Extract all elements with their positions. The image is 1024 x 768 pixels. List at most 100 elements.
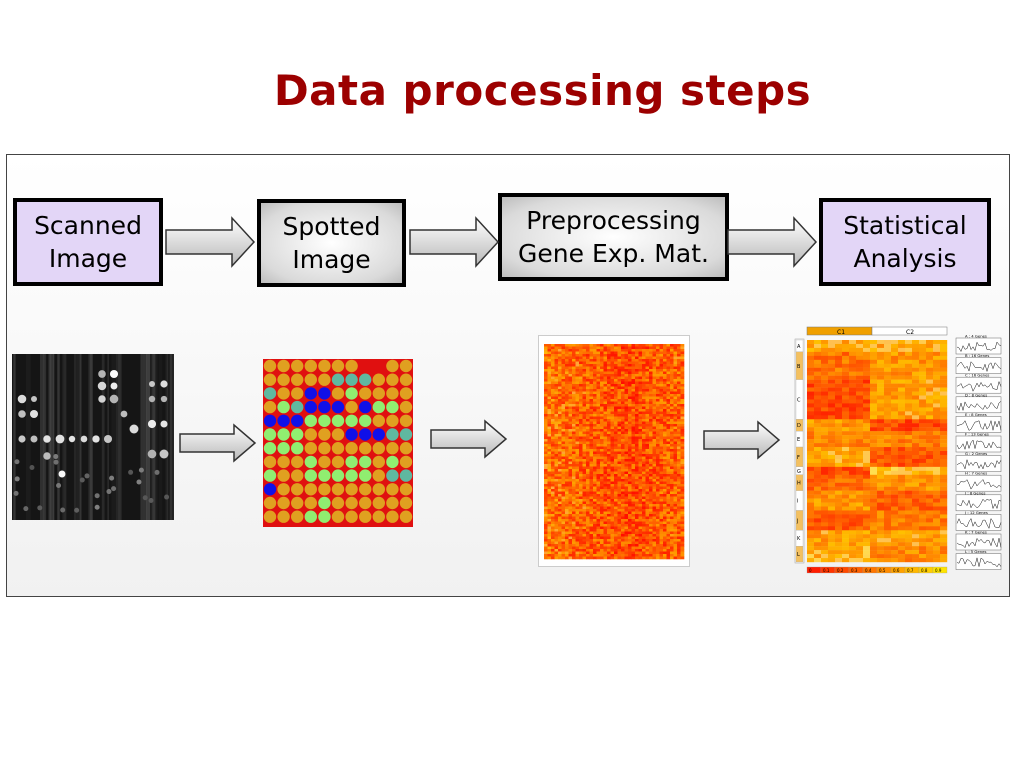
matrix-cell (548, 472, 552, 475)
matrix-cell (607, 382, 611, 385)
matrix-cell (600, 447, 604, 450)
matrix-cell (656, 394, 660, 397)
matrix-cell (548, 352, 552, 355)
matrix-cell (562, 377, 566, 380)
heatmap-cell (828, 423, 835, 427)
matrix-cell (649, 379, 653, 382)
matrix-cell (551, 379, 555, 382)
heatmap-cell (828, 558, 835, 562)
matrix-cell (670, 369, 674, 372)
matrix-cell (660, 402, 664, 405)
matrix-cell (558, 354, 562, 357)
matrix-cell (642, 399, 646, 402)
matrix-cell (551, 544, 555, 547)
matrix-cell (611, 387, 615, 390)
matrix-cell (621, 472, 625, 475)
matrix-cell (660, 542, 664, 545)
heatmap-cell (870, 380, 877, 384)
matrix-cell (558, 367, 562, 370)
matrix-cell (590, 374, 594, 377)
heatmap-cell (898, 388, 905, 392)
heatmap-cell (891, 471, 898, 475)
spot (386, 428, 398, 440)
matrix-cell (642, 444, 646, 447)
matrix-cell (681, 499, 685, 502)
matrix-cell (576, 352, 580, 355)
matrix-cell (618, 389, 622, 392)
heatmap-cell (884, 459, 891, 463)
matrix-cell (586, 397, 590, 400)
matrix-cell (562, 392, 566, 395)
matrix-cell (663, 454, 667, 457)
matrix-cell (663, 472, 667, 475)
matrix-cell (562, 482, 566, 485)
matrix-cell (628, 394, 632, 397)
matrix-cell (572, 357, 576, 360)
matrix-cell (621, 519, 625, 522)
matrix-cell (639, 539, 643, 542)
heatmap-cell (905, 396, 912, 400)
matrix-cell (562, 512, 566, 515)
matrix-cell (569, 464, 573, 467)
matrix-cell (600, 479, 604, 482)
matrix-cell (544, 434, 548, 437)
heatmap-cell (926, 399, 933, 403)
heatmap-cell (905, 372, 912, 376)
matrix-cell (576, 404, 580, 407)
matrix-cell (593, 477, 597, 480)
matrix-cell (555, 374, 559, 377)
matrix-cell (649, 424, 653, 427)
matrix-cell (579, 467, 583, 470)
matrix-cell (600, 542, 604, 545)
matrix-cell (649, 457, 653, 460)
spot (386, 456, 398, 468)
heatmap-cell (835, 471, 842, 475)
matrix-cell (590, 432, 594, 435)
matrix-cell (562, 362, 566, 365)
scan-streak (120, 354, 122, 520)
matrix-cell (663, 492, 667, 495)
matrix-cell (611, 437, 615, 440)
heatmap-cell (835, 392, 842, 396)
matrix-cell (646, 357, 650, 360)
matrix-cell (593, 507, 597, 510)
heatmap-cell (856, 356, 863, 360)
matrix-cell (649, 397, 653, 400)
matrix-cell (579, 349, 583, 352)
matrix-cell (621, 482, 625, 485)
matrix-cell (558, 399, 562, 402)
matrix-cell (639, 384, 643, 387)
heatmap-cell (926, 467, 933, 471)
matrix-cell (593, 509, 597, 512)
matrix-cell (656, 407, 660, 410)
heatmap-cell (814, 443, 821, 447)
matrix-cell (558, 459, 562, 462)
heatmap-cell (856, 455, 863, 459)
scan-spot (29, 465, 34, 470)
matrix-cell (656, 427, 660, 430)
heatmap-cell (940, 495, 947, 499)
matrix-cell (604, 354, 608, 357)
matrix-cell (670, 494, 674, 497)
matrix-cell (621, 549, 625, 552)
heatmap-cell (905, 558, 912, 562)
matrix-cell (681, 372, 685, 375)
matrix-cell (583, 412, 587, 415)
matrix-cell (551, 507, 555, 510)
heatmap-cell (898, 459, 905, 463)
matrix-cell (663, 514, 667, 517)
matrix-cell (632, 347, 636, 350)
heatmap-cell (940, 471, 947, 475)
matrix-cell (639, 519, 643, 522)
matrix-cell (681, 539, 685, 542)
matrix-cell (551, 422, 555, 425)
matrix-cell (656, 477, 660, 480)
matrix-cell (642, 454, 646, 457)
matrix-cell (681, 492, 685, 495)
matrix-cell (590, 397, 594, 400)
matrix-cell (674, 499, 678, 502)
matrix-cell (614, 524, 618, 527)
matrix-cell (551, 502, 555, 505)
heatmap-cell (870, 360, 877, 364)
matrix-cell (618, 482, 622, 485)
